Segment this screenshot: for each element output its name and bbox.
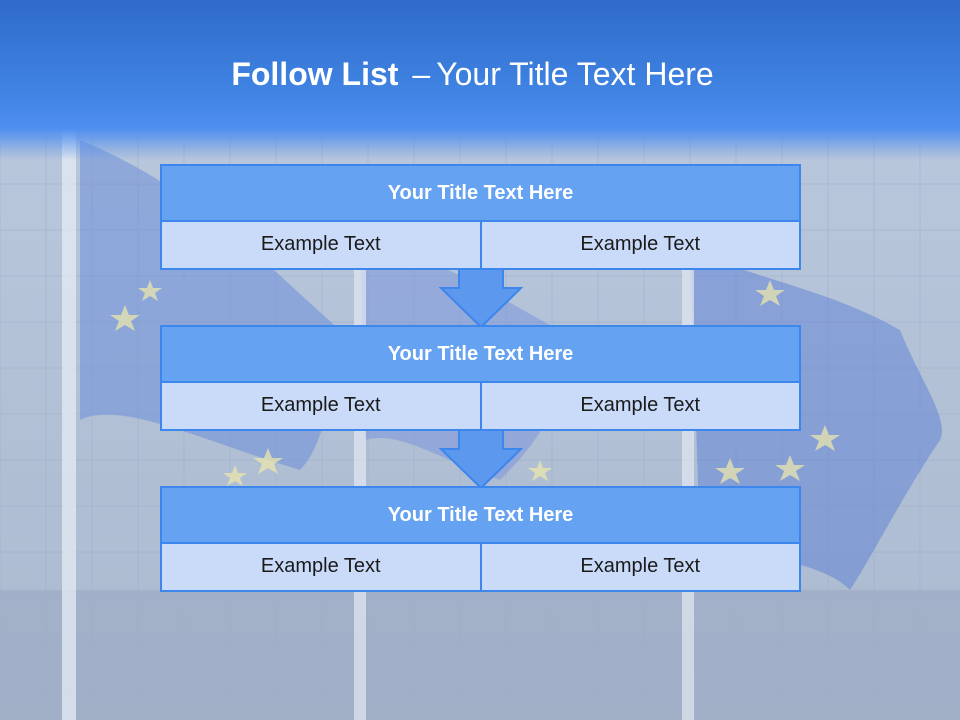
flow-step-title: Your Title Text Here [160, 486, 801, 544]
slide-title-rest: Your Title Text Here [436, 56, 714, 92]
flow-step-title: Your Title Text Here [160, 325, 801, 383]
slide-title: Follow List–Your Title Text Here [0, 52, 945, 96]
slide-title-separator: – [412, 56, 431, 92]
flow-step-1: Your Title Text Here Example Text Exampl… [160, 164, 801, 270]
flow-step-right-text: Example Text [481, 222, 801, 270]
down-arrow-icon [438, 429, 524, 489]
down-arrow-icon [438, 268, 524, 328]
flow-step-row: Example Text Example Text [160, 544, 801, 592]
slide-title-bold: Follow List [231, 56, 399, 92]
flow-step-left-text: Example Text [160, 222, 482, 270]
flow-step-row: Example Text Example Text [160, 383, 801, 431]
slide-header-band [0, 0, 960, 160]
flow-step-left-text: Example Text [160, 383, 482, 431]
flow-step-left-text: Example Text [160, 544, 482, 592]
flow-step-right-text: Example Text [481, 383, 801, 431]
flow-step-3: Your Title Text Here Example Text Exampl… [160, 486, 801, 592]
flow-step-row: Example Text Example Text [160, 222, 801, 270]
flow-step-2: Your Title Text Here Example Text Exampl… [160, 325, 801, 431]
flow-step-title: Your Title Text Here [160, 164, 801, 222]
flow-step-right-text: Example Text [481, 544, 801, 592]
